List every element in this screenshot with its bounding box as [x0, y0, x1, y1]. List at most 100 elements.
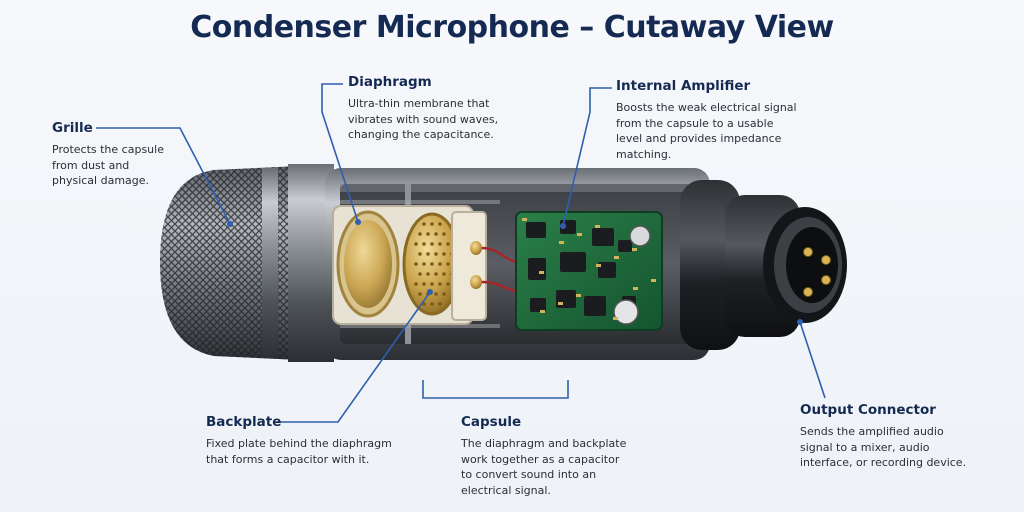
pcb-pad [632, 248, 637, 251]
connector-desc-line: interface, or recording device. [800, 456, 967, 469]
backplate-hole [438, 282, 442, 286]
amplifier-title: Internal Amplifier [616, 78, 751, 94]
pcb-chip [560, 252, 586, 272]
capacitor [629, 225, 651, 247]
backplate-hole [418, 252, 422, 256]
backplate-hole [434, 292, 438, 296]
xlr-pin [821, 275, 831, 285]
backplate-hole [418, 232, 422, 236]
backplate-hole [442, 272, 446, 276]
pcb-pad [539, 271, 544, 274]
backplate-hole [422, 242, 426, 246]
leader-amplifier [562, 87, 612, 227]
amplifier-desc-line: from the capsule to a usable [616, 116, 774, 130]
pcb-pad [595, 225, 600, 228]
label-diaphragm: Diaphragm Ultra-thin membrane that vibra… [348, 74, 548, 143]
backplate-hole [430, 262, 434, 266]
capsule-desc-line: to convert sound into an [461, 468, 597, 481]
capsule [332, 205, 521, 325]
xlr-pins [803, 247, 831, 297]
backplate-hole [430, 222, 434, 226]
internal-amplifier-pcb [515, 211, 663, 331]
leader-connector [799, 321, 826, 399]
label-capsule: Capsule The diaphragm and backplate work… [461, 414, 671, 498]
backplate-hole [446, 282, 450, 286]
grille-desc-line: Protects the capsule [52, 143, 164, 156]
connector-title: Output Connector [800, 402, 936, 418]
grille-desc-line: from dust and [52, 158, 130, 172]
diaphragm-description: Ultra-thin membrane that vibrates with s… [348, 96, 548, 143]
backplate-hole [438, 222, 442, 226]
backplate-hole [426, 232, 430, 236]
output-connector [680, 180, 847, 350]
backplate-desc-line: Fixed plate behind the diaphragm [206, 437, 392, 450]
backplate-hole [430, 282, 434, 286]
backplate-hole [422, 282, 426, 286]
backplate-hole [438, 262, 442, 266]
backplate-desc-line: that forms a capacitor with it. [206, 452, 370, 466]
amplifier-desc-line: matching. [616, 147, 672, 161]
grille-desc-line: physical damage. [52, 174, 150, 187]
connector-description: Sends the amplified audio signal to a mi… [800, 424, 1010, 471]
leader-lines [96, 83, 826, 423]
pcb-chip [526, 222, 546, 238]
grille-description: Protects the capsule from dust and physi… [52, 142, 222, 189]
capsule-description: The diaphragm and backplate work togethe… [461, 436, 671, 498]
backplate-hole [430, 242, 434, 246]
pcb-pad [613, 317, 618, 320]
amplifier-description: Boosts the weak electrical signal from t… [616, 100, 856, 162]
pcb-pad [596, 264, 601, 267]
backplate-hole [446, 242, 450, 246]
backplate-hole [418, 272, 422, 276]
pcb-pad [576, 294, 581, 297]
capsule-bracket [422, 380, 569, 399]
connector-desc-line: Sends the amplified audio [800, 425, 944, 438]
backplate-hole [446, 262, 450, 266]
pcb-pad [633, 287, 638, 290]
pcb-chip [556, 290, 576, 308]
xlr-pin [803, 287, 813, 297]
page-title: Condenser Microphone – Cutaway View [190, 10, 834, 45]
backplate-hole [434, 272, 438, 276]
pcb-pad [651, 279, 656, 282]
connector-desc-line: signal to a mixer, audio [800, 440, 930, 454]
grille-title: Grille [52, 120, 93, 136]
capacitor [613, 299, 639, 325]
backplate-title: Backplate [206, 414, 282, 430]
backplate-hole [442, 292, 446, 296]
diaphragm-desc-line: Ultra-thin membrane that [348, 97, 490, 110]
pcb-chip [618, 240, 632, 252]
backplate-hole [414, 282, 418, 286]
backplate-hole [442, 232, 446, 236]
diaphragm-desc-line: vibrates with sound waves, [348, 112, 499, 126]
backplate-hole [434, 232, 438, 236]
capsule-desc-line: work together as a capacitor [461, 452, 620, 466]
label-output-connector: Output Connector Sends the amplified aud… [800, 402, 1010, 471]
grille [160, 164, 334, 362]
pcb-pad [559, 241, 564, 244]
pcb-pad [577, 233, 582, 236]
diaphragm-title: Diaphragm [348, 74, 432, 90]
backplate-hole [414, 242, 418, 246]
backplate-hole [442, 252, 446, 256]
backplate-hole [426, 252, 430, 256]
pcb-chip [528, 258, 546, 280]
backplate-hole [426, 272, 430, 276]
xlr-pin [821, 255, 831, 265]
pcb-pad [522, 218, 527, 221]
pcb-components [522, 218, 656, 325]
amplifier-desc-line: Boosts the weak electrical signal [616, 101, 797, 114]
label-grille: Grille Protects the capsule from dust an… [52, 120, 222, 189]
backplate-description: Fixed plate behind the diaphragm that fo… [206, 436, 446, 467]
backplate-hole [438, 302, 442, 306]
pcb-chip [584, 296, 606, 316]
backplate-hole [434, 252, 438, 256]
leader-diaphragm [321, 83, 359, 223]
pcb-pad [614, 256, 619, 259]
pcb-chip [598, 262, 616, 278]
leader-backplate [277, 291, 431, 423]
backplate-hole [418, 292, 422, 296]
label-backplate: Backplate Fixed plate behind the diaphra… [206, 414, 446, 467]
backplate-hole [422, 262, 426, 266]
